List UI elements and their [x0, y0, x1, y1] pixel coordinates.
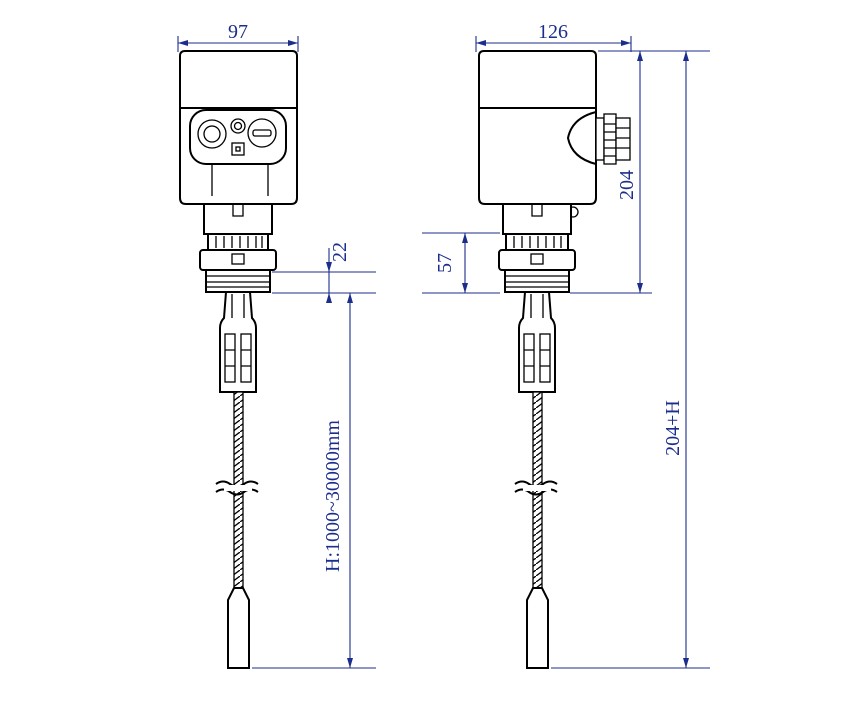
front-housing-lower [211, 164, 269, 196]
neck-height-label: 57 [434, 253, 456, 273]
cable-gland [566, 110, 631, 166]
dimension-labels: 97 126 22 H:1000~30000mm 57 204 204+H [228, 21, 684, 572]
side-width-label: 126 [538, 21, 568, 43]
thread-height-label: 22 [329, 242, 351, 262]
probe-length-label: H:1000~30000mm [322, 420, 344, 572]
front-cable-connector [219, 291, 257, 393]
front-width-label: 97 [228, 21, 248, 43]
dimension-lines [177, 36, 710, 669]
total-height-label: 204+H [662, 400, 684, 456]
side-cable-connector [518, 291, 556, 393]
side-nut [505, 233, 569, 251]
front-view [179, 50, 298, 669]
side-housing-body [478, 107, 597, 205]
side-view [478, 50, 631, 669]
side-housing-cap [478, 50, 597, 109]
front-housing-cap [179, 50, 298, 109]
housing-height-label: 204 [616, 170, 638, 200]
side-thread [504, 269, 570, 293]
front-thread [205, 269, 271, 293]
side-neck [502, 203, 572, 235]
side-probe-weight [526, 587, 549, 669]
front-probe-weight [227, 587, 250, 669]
front-panel-controls [197, 118, 277, 156]
front-neck [203, 203, 273, 235]
front-nut [207, 233, 269, 251]
